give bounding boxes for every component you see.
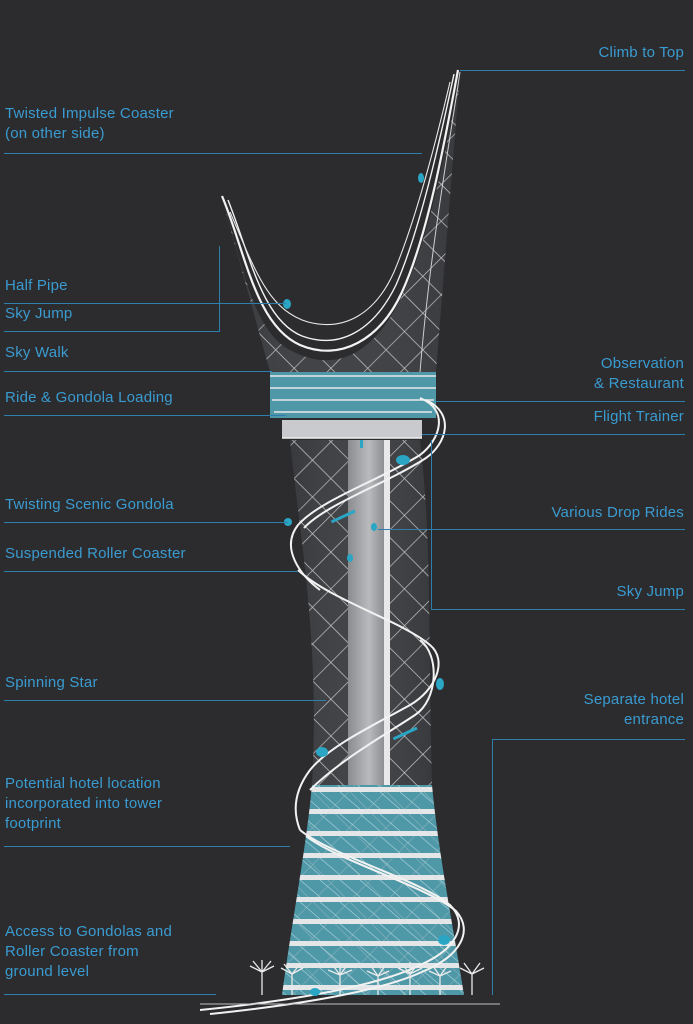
- leader-observation: [436, 401, 685, 402]
- leader-access: [4, 994, 216, 995]
- spiral-tracks: [199, 397, 465, 1015]
- label-half-pipe: Half Pipe: [5, 277, 68, 294]
- leader-sky-jump-mid: [432, 609, 685, 610]
- observation-deck: [270, 372, 436, 418]
- palm-trees: [249, 960, 485, 995]
- label-flight-trainer: Flight Trainer: [593, 408, 684, 425]
- leader-sky-jump-top: [4, 331, 220, 332]
- leader-climb: [460, 70, 685, 71]
- label-twisted-coaster: Twisted Impulse Coaster (on other side): [5, 104, 174, 144]
- gondola-pods: [283, 173, 450, 996]
- label-suspended-coaster: Suspended Roller Coaster: [5, 545, 186, 562]
- leader-half-pipe: [4, 303, 286, 304]
- half-pipe-track: [220, 69, 460, 352]
- leader-sky-walk: [4, 371, 272, 372]
- label-observation-line2: & Restaurant: [594, 375, 684, 392]
- label-observation-line1: Observation: [600, 355, 684, 372]
- leader-flight-trainer: [422, 434, 685, 435]
- label-access-line1: Access to Gondolas and: [5, 923, 172, 940]
- label-sky-jump-mid: Sky Jump: [616, 583, 684, 600]
- leader-separate-hotel: [492, 739, 685, 740]
- leader-twisting-gondola: [4, 522, 288, 523]
- climb-path: [419, 71, 461, 373]
- label-ride-gondola: Ride & Gondola Loading: [5, 389, 173, 406]
- label-access-line3: ground level: [5, 963, 90, 980]
- label-access-line2: Roller Coaster from: [5, 943, 139, 960]
- label-twisted-coaster-line2: (on other side): [5, 125, 105, 142]
- label-spinning-star: Spinning Star: [5, 674, 98, 691]
- label-drop-rides: Various Drop Rides: [551, 504, 684, 521]
- label-twisted-coaster-line1: Twisted Impulse Coaster: [5, 105, 174, 122]
- leader-sky-jump-top-drop: [219, 246, 220, 332]
- observation-deck-bands: [270, 375, 436, 413]
- label-observation: Observation & Restaurant: [594, 354, 684, 394]
- half-pipe-track-inner: [227, 73, 455, 341]
- drop-ride-rail: [384, 440, 390, 785]
- leader-twisted-coaster: [4, 153, 422, 154]
- leader-hotel-location: [4, 846, 290, 847]
- label-twisting-gondola: Twisting Scenic Gondola: [5, 496, 174, 513]
- label-climb: Climb to Top: [598, 44, 684, 61]
- ride-loading-deck: [282, 420, 422, 438]
- impulse-coaster-track: [229, 81, 451, 326]
- leader-drop-rides: [378, 529, 685, 530]
- label-access: Access to Gondolas and Roller Coaster fr…: [5, 922, 172, 982]
- leader-suspended-coaster: [4, 571, 298, 572]
- leader-spinning-star: [4, 700, 326, 701]
- leader-separate-hotel-drop: [492, 739, 493, 995]
- hotel-podium-lattice: [282, 785, 464, 995]
- leader-ride-gondola: [4, 415, 286, 416]
- label-sky-jump-top: Sky Jump: [5, 305, 73, 322]
- label-separate-hotel: Separate hotel entrance: [584, 690, 684, 730]
- label-hotel-location: Potential hotel location incorporated in…: [5, 774, 162, 834]
- leader-sky-jump-mid-drop: [431, 440, 432, 610]
- label-sky-walk: Sky Walk: [5, 344, 69, 361]
- label-hotel-line1: Potential hotel location: [5, 775, 161, 792]
- label-separate-hotel-line2: entrance: [624, 711, 684, 728]
- label-hotel-line3: footprint: [5, 815, 61, 832]
- label-separate-hotel-line1: Separate hotel: [583, 691, 684, 708]
- core-column: [348, 440, 390, 785]
- label-hotel-line2: incorporated into tower: [5, 795, 163, 812]
- crown-lattice-grid: [222, 72, 460, 372]
